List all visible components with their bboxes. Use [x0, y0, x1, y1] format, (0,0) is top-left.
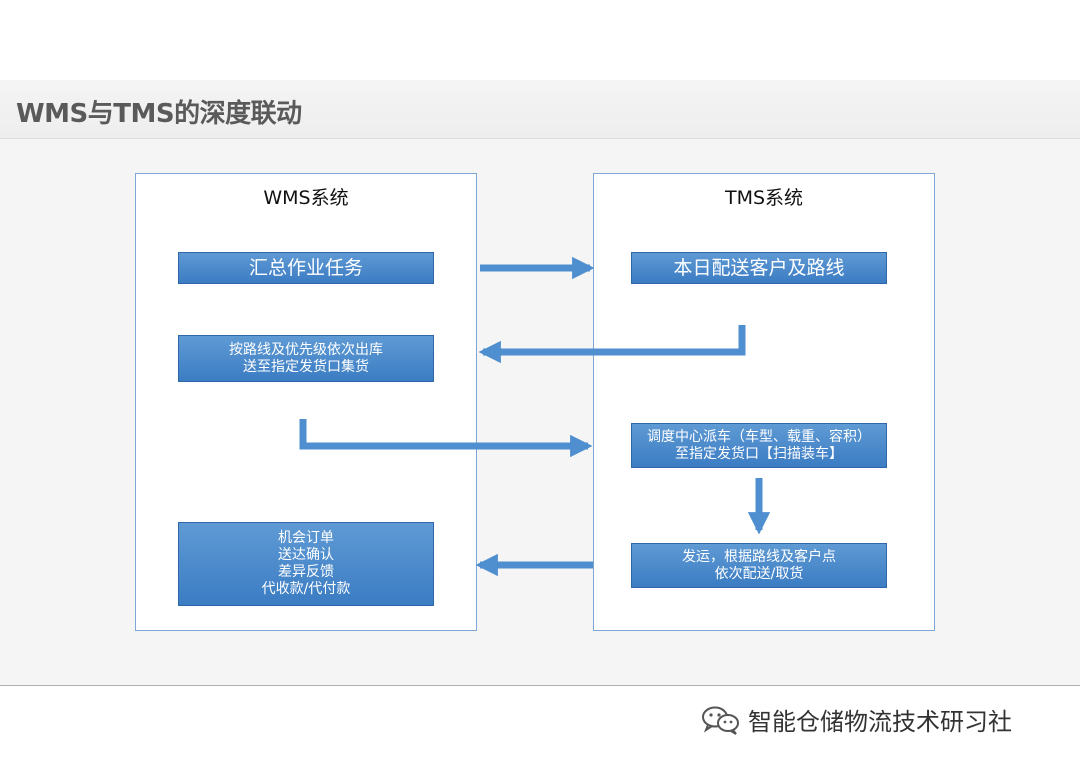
node-text: 代收款/代付款	[261, 580, 351, 597]
node-text: 本日配送客户及路线	[673, 256, 845, 279]
wms-panel-title: WMS系统	[263, 187, 349, 209]
slide-top-margin	[0, 0, 1080, 80]
wms-node-outbound: 按路线及优先级依次出库 送至指定发货口集货	[178, 335, 434, 382]
node-text: 汇总作业任务	[248, 256, 363, 279]
node-text: 按路线及优先级依次出库	[229, 341, 383, 358]
node-text: 发运，根据路线及客户点	[682, 548, 836, 565]
tms-node-customers-routes: 本日配送客户及路线	[631, 252, 887, 284]
node-text: 差异反馈	[278, 564, 334, 580]
node-text: 送达确认	[278, 547, 334, 564]
tms-panel-title: TMS系统	[724, 187, 804, 209]
watermark: 智能仓储物流技术研习社	[700, 702, 1012, 737]
wms-node-feedback: 机会订单 送达确认 差异反馈 代收款/代付款	[178, 522, 434, 606]
node-text: 送至指定发货口集货	[243, 358, 369, 375]
tms-node-dispatch: 调度中心派车（车型、载重、容积） 至指定发货口【扫描装车】	[631, 423, 887, 468]
wechat-icon	[702, 706, 739, 735]
slide-title: WMS与TMS的深度联动	[16, 99, 302, 129]
watermark-text: 智能仓储物流技术研习社	[748, 708, 1012, 736]
tms-node-delivery: 发运，根据路线及客户点 依次配送/取货	[631, 543, 887, 588]
node-text: 依次配送/取货	[714, 565, 804, 582]
wms-node-summary-tasks: 汇总作业任务	[178, 252, 434, 284]
node-text: 调度中心派车（车型、载重、容积）	[647, 428, 871, 445]
node-text: 至指定发货口【扫描装车】	[675, 445, 843, 462]
node-text: 机会订单	[278, 530, 334, 547]
title-band	[0, 80, 1080, 139]
